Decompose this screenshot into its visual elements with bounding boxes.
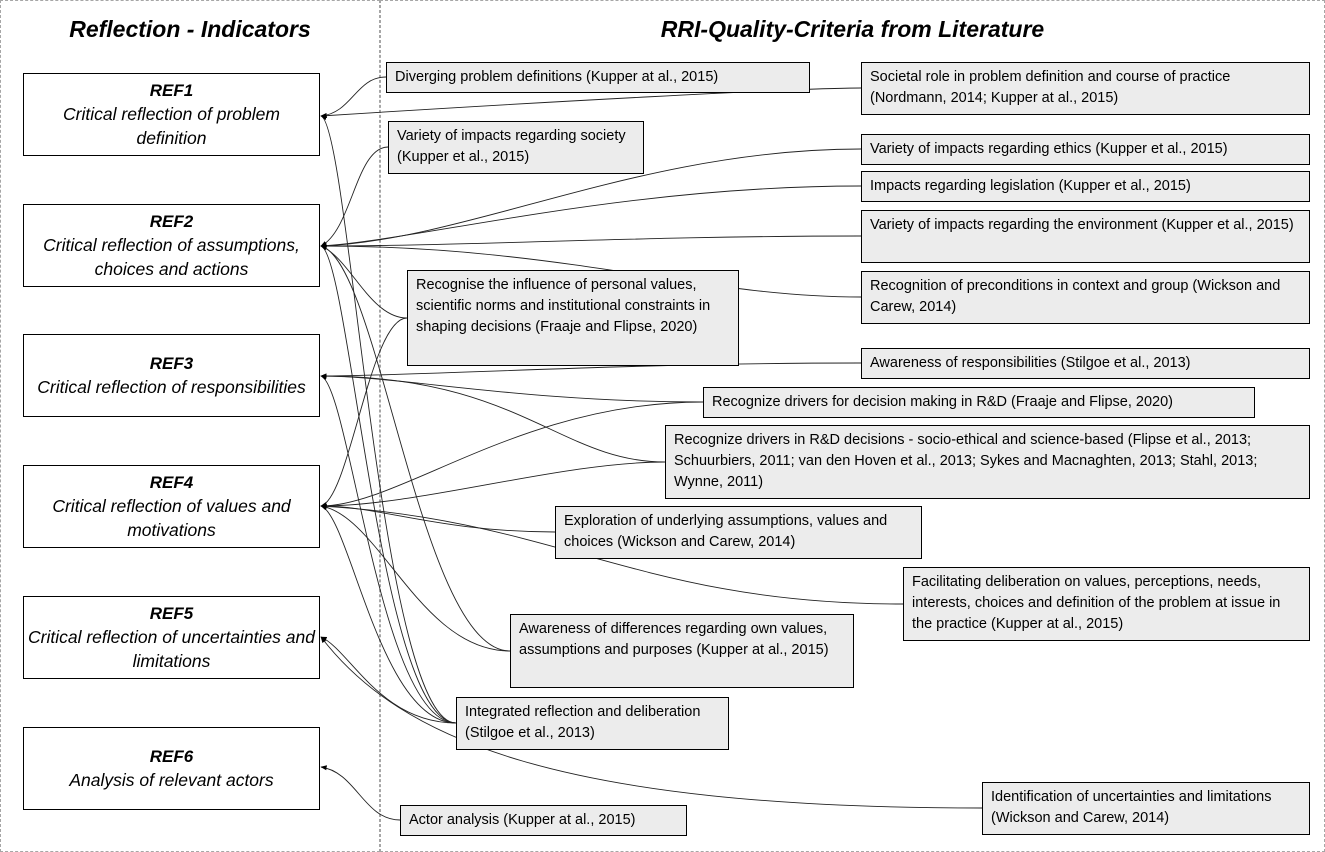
connector-arrow: [320, 317, 408, 507]
connector-arrow: [320, 373, 666, 463]
indicator-code: REF5: [149, 604, 194, 623]
connector-arrow: [320, 373, 704, 403]
indicator-label: Critical reflection of values and motiva…: [52, 496, 291, 540]
indicator-ref3: REF3 Critical reflection of responsibili…: [23, 334, 320, 417]
connector-arrow: [320, 245, 511, 652]
criterion-box: Recognize drivers in R&D decisions - soc…: [665, 425, 1310, 499]
indicator-label: Critical reflection of responsibilities: [37, 377, 306, 397]
criterion-box: Awareness of differences regarding own v…: [510, 614, 854, 688]
criterion-box: Diverging problem definitions (Kupper at…: [386, 62, 810, 93]
connector-arrow: [320, 636, 983, 809]
connector-arrow: [320, 636, 457, 724]
criterion-box: Recognition of preconditions in context …: [861, 271, 1310, 324]
criterion-box: Impacts regarding legislation (Kupper et…: [861, 171, 1310, 202]
connector-arrow: [320, 765, 401, 821]
connector-arrow: [320, 87, 862, 119]
connector-arrow: [320, 185, 862, 249]
indicator-ref2: REF2 Critical reflection of assumptions,…: [23, 204, 320, 287]
connector-arrow: [320, 115, 457, 724]
indicator-ref5: REF5 Critical reflection of uncertaintie…: [23, 596, 320, 679]
criterion-box: Recognize drivers for decision making in…: [703, 387, 1255, 418]
indicators-header: Reflection - Indicators: [69, 16, 311, 42]
indicator-ref4: REF4 Critical reflection of values and m…: [23, 465, 320, 548]
connector-arrow: [320, 76, 387, 118]
indicator-code: REF2: [149, 212, 194, 231]
criterion-box: Exploration of underlying assumptions, v…: [555, 506, 922, 559]
connector-arrow: [320, 503, 556, 533]
criterion-box: Variety of impacts regarding ethics (Kup…: [861, 134, 1310, 165]
criterion-box: Recognise the influence of personal valu…: [407, 270, 739, 366]
connector-arrow: [320, 375, 457, 724]
criterion-box: Variety of impacts regarding the environ…: [861, 210, 1310, 263]
indicator-code: REF4: [149, 473, 194, 492]
criterion-box: Identification of uncertainties and limi…: [982, 782, 1310, 835]
indicator-code: REF1: [149, 81, 194, 100]
connector-arrow: [320, 461, 666, 509]
criterion-box: Variety of impacts regarding society (Ku…: [388, 121, 644, 174]
indicator-ref1: REF1 Critical reflection of problem defi…: [23, 73, 320, 156]
criterion-box: Integrated reflection and deliberation (…: [456, 697, 729, 750]
connector-arrow: [320, 503, 904, 605]
indicator-code: REF6: [149, 747, 194, 766]
connector-arrow: [320, 401, 704, 509]
connector-arrow: [320, 235, 862, 249]
connector-arrow: [320, 505, 457, 724]
connector-arrow: [320, 146, 389, 247]
connector-arrow: [320, 245, 408, 319]
criteria-header: RRI-Quality-Criteria from Literature: [660, 16, 1045, 42]
indicator-ref6: REF6 Analysis of relevant actors: [23, 727, 320, 810]
criterion-box: Actor analysis (Kupper at al., 2015): [400, 805, 687, 836]
indicator-label: Analysis of relevant actors: [69, 770, 274, 790]
connector-arrow: [320, 245, 457, 724]
connector-arrow: [320, 504, 511, 652]
indicator-label: Critical reflection of assumptions, choi…: [43, 235, 300, 279]
indicator-label: Critical reflection of uncertainties and…: [28, 627, 315, 671]
criterion-box: Awareness of responsibilities (Stilgoe e…: [861, 348, 1310, 379]
connector-arrow: [320, 362, 862, 379]
criterion-box: Societal role in problem definition and …: [861, 62, 1310, 115]
indicator-label: Critical reflection of problem definitio…: [63, 104, 280, 148]
indicator-code: REF3: [149, 354, 194, 373]
criterion-box: Facilitating deliberation on values, per…: [903, 567, 1310, 641]
